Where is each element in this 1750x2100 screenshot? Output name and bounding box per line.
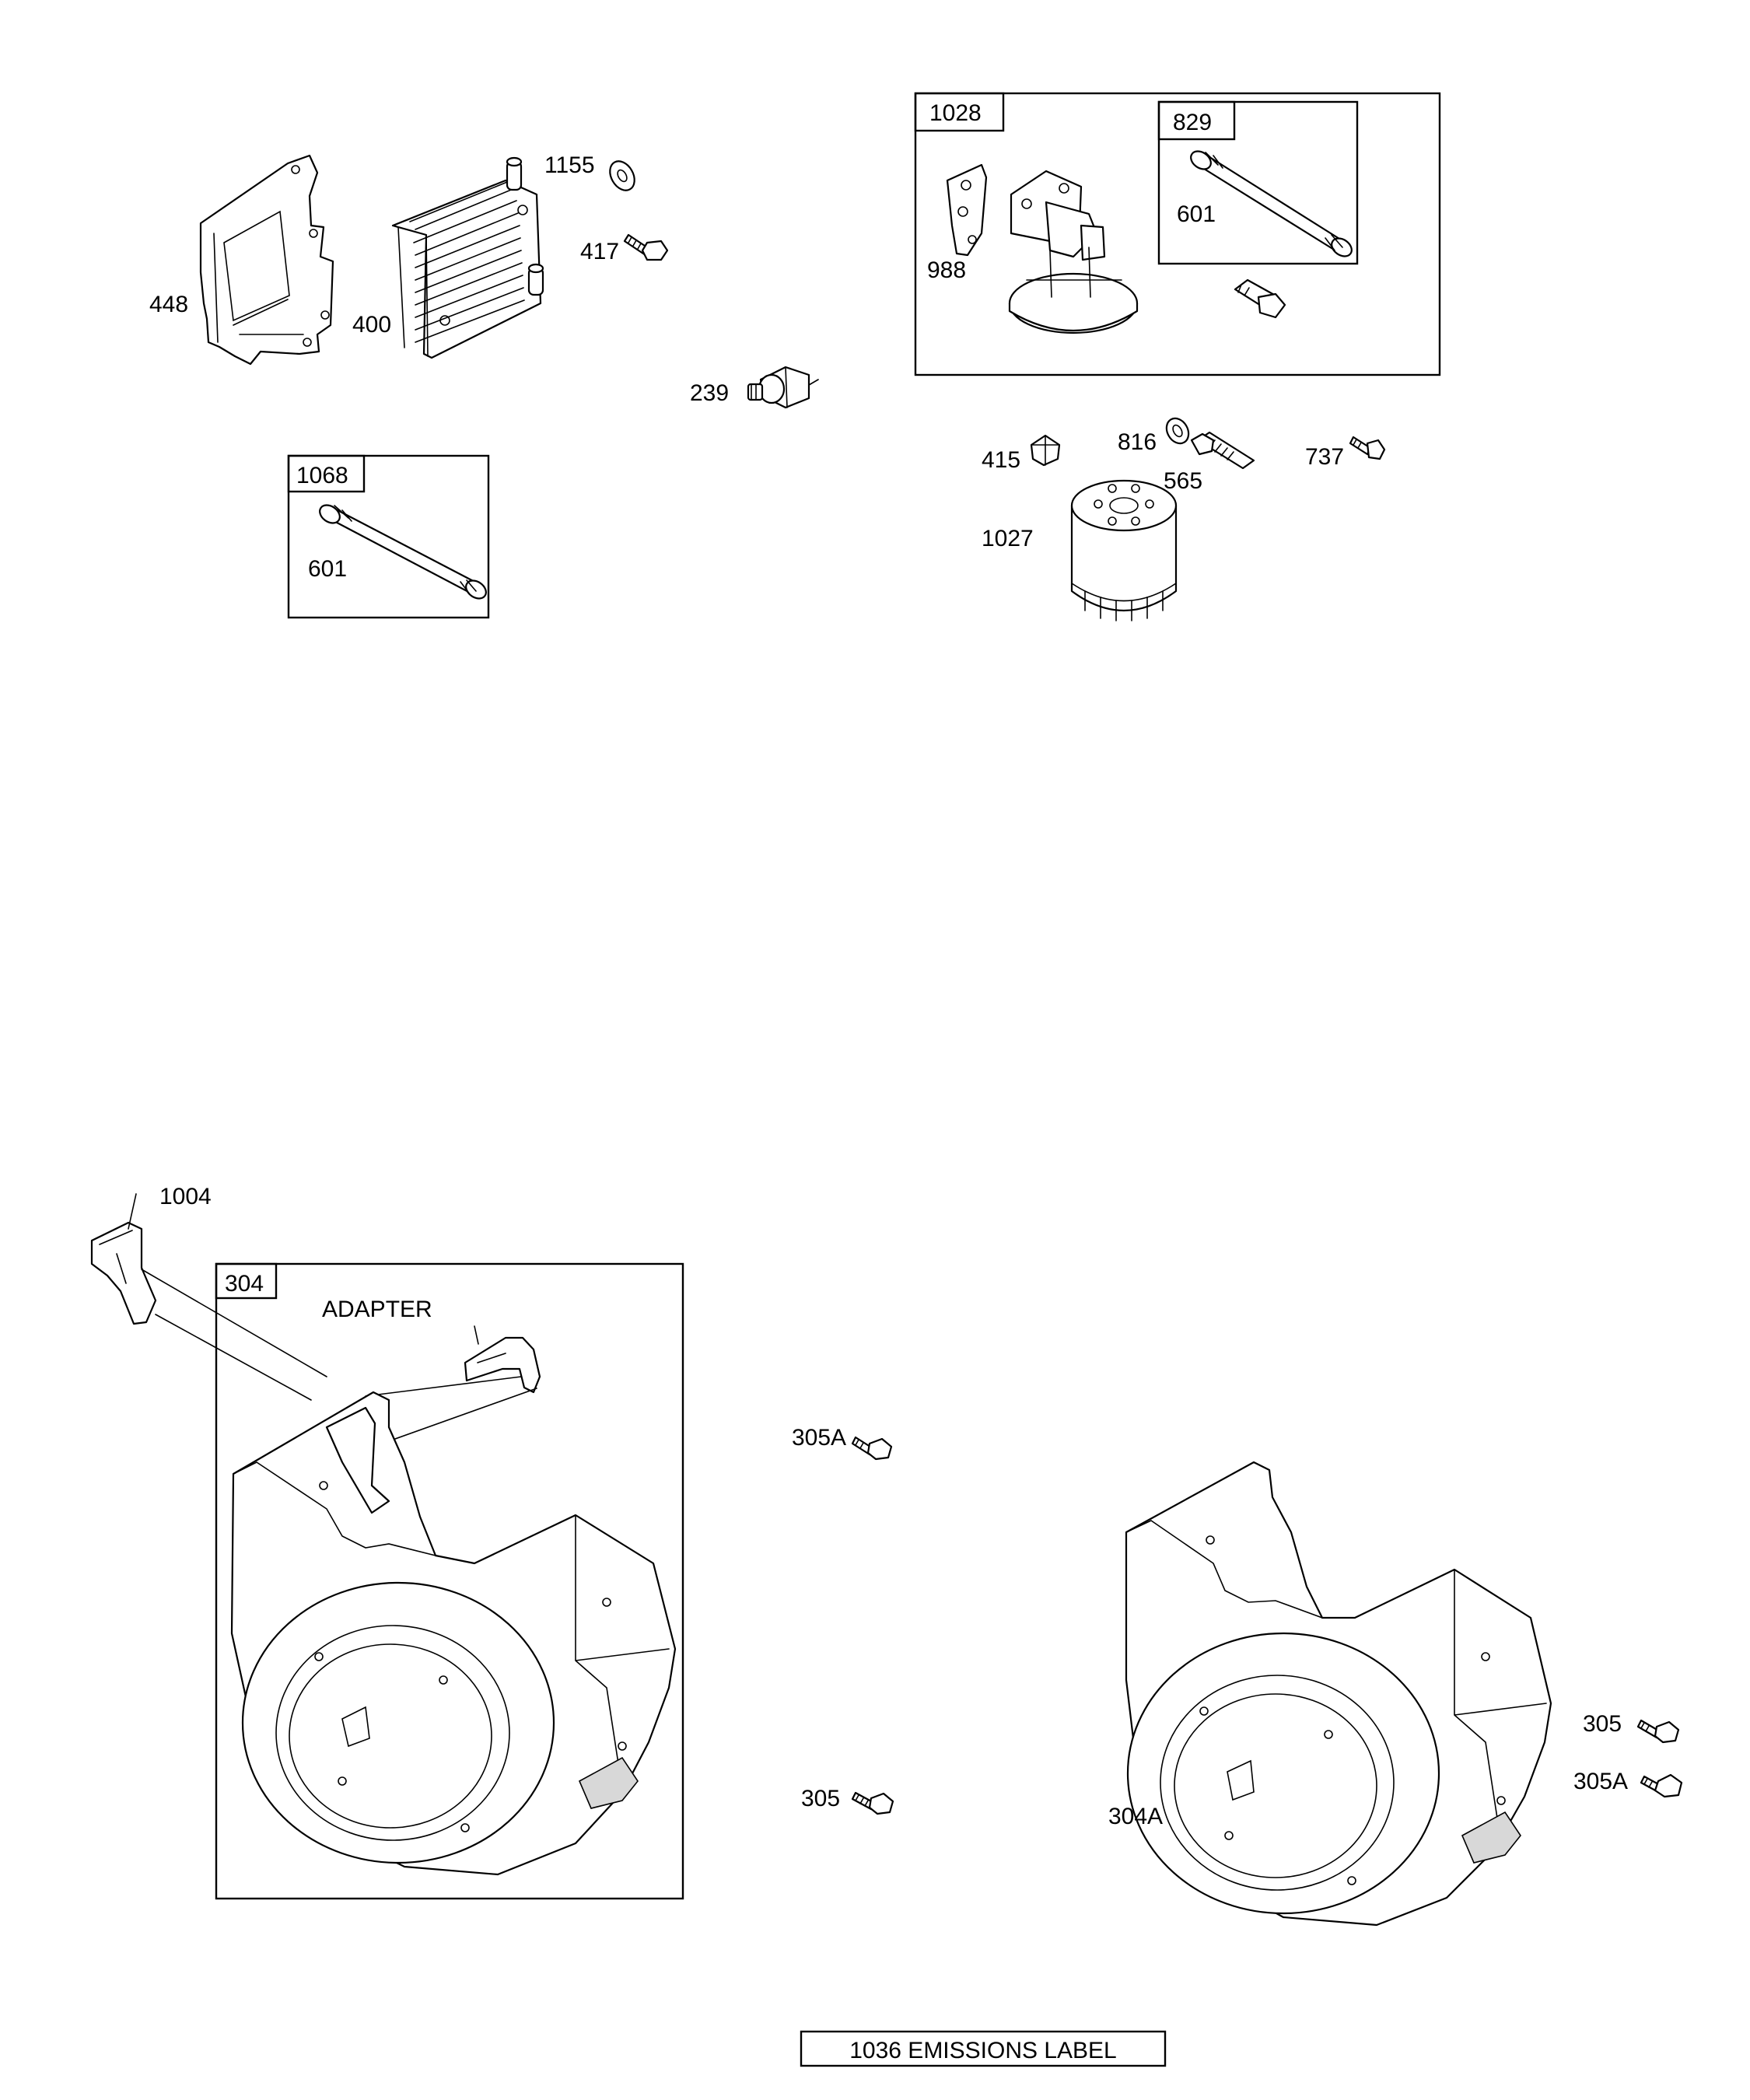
part-239-pressure-switch[interactable] — [747, 366, 819, 409]
part-oil-filter-adapter[interactable] — [1008, 170, 1139, 334]
callout-400: 400 — [352, 312, 391, 338]
group-label-829: 829 — [1173, 110, 1212, 135]
part-601-hose-a[interactable] — [317, 502, 489, 602]
part-737-screw[interactable] — [1349, 436, 1386, 460]
part-1004-duct[interactable] — [90, 1193, 157, 1325]
part-415-plug[interactable] — [1030, 434, 1061, 467]
group-1028 — [914, 92, 1441, 376]
part-816-washer[interactable] — [1162, 415, 1193, 447]
part-nipple-fitting[interactable] — [1234, 278, 1286, 319]
part-305-screw-b[interactable] — [1636, 1719, 1680, 1744]
callout-adapter: ADAPTER — [322, 1297, 432, 1322]
callout-415: 415 — [982, 447, 1020, 473]
group-1068 — [287, 454, 490, 619]
part-400-oil-cooler[interactable] — [391, 156, 544, 359]
part-988-gasket[interactable] — [946, 163, 988, 257]
callout-1155: 1155 — [544, 152, 595, 178]
callout-816: 816 — [1118, 429, 1157, 455]
callout-601-b: 601 — [1177, 201, 1216, 227]
callout-305-b: 305 — [1583, 1711, 1622, 1737]
part-1027-oil-filter[interactable] — [1070, 479, 1178, 621]
group-304 — [215, 1262, 684, 1900]
part-305-screw-a[interactable] — [851, 1791, 894, 1815]
callout-988: 988 — [927, 257, 966, 283]
callout-601-a: 601 — [308, 556, 347, 582]
callout-305A-a: 305A — [792, 1425, 846, 1451]
part-448-bracket[interactable] — [199, 154, 334, 366]
part-304A-blower-housing[interactable] — [1125, 1461, 1552, 1927]
callout-305A-b: 305A — [1573, 1769, 1628, 1794]
group-label-1068: 1068 — [296, 463, 348, 488]
callout-448: 448 — [149, 292, 188, 317]
callout-417: 417 — [580, 239, 619, 264]
part-304-blower-housing[interactable] — [230, 1391, 677, 1876]
callout-1027: 1027 — [982, 526, 1034, 551]
callout-1004: 1004 — [159, 1184, 212, 1209]
callout-304A: 304A — [1108, 1804, 1163, 1829]
group-label-304: 304 — [225, 1271, 264, 1297]
part-1155-washer[interactable] — [605, 157, 639, 195]
callout-305-a: 305 — [801, 1786, 840, 1811]
callout-239: 239 — [690, 380, 729, 406]
cooler-fins — [409, 180, 525, 343]
part-adapter[interactable] — [365, 1325, 541, 1447]
part-601-hose-b[interactable] — [1188, 148, 1355, 260]
part-417-screw[interactable] — [623, 233, 669, 261]
emissions-label-box — [800, 2030, 1167, 2067]
callout-565: 565 — [1164, 468, 1202, 494]
emissions-label-text: 1036 EMISSIONS LABEL — [849, 2038, 1117, 2063]
part-305A-screw-a[interactable] — [851, 1436, 893, 1461]
callout-737: 737 — [1305, 444, 1344, 470]
part-305A-screw-b[interactable] — [1640, 1773, 1683, 1798]
duct-connector-lines — [141, 1269, 327, 1401]
part-565-stud[interactable] — [1190, 431, 1255, 470]
group-label-1028: 1028 — [929, 100, 982, 126]
